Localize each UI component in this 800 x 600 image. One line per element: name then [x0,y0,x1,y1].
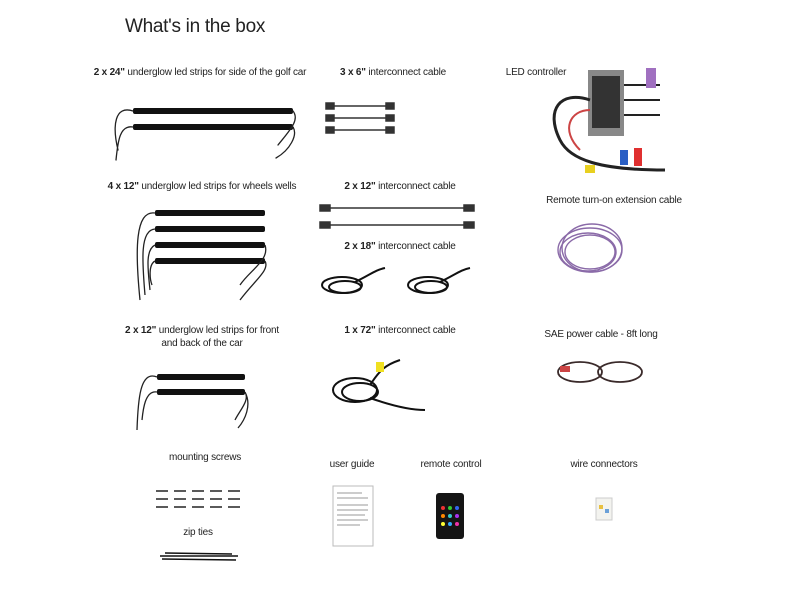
qty: 4 x 12" [107,181,139,192]
qty: 2 x 12" [125,325,157,336]
label-mounting-screws: mounting screws [168,452,242,463]
label-zip-ties: zip ties [183,527,213,538]
qty: 2 x 12" [344,181,376,192]
label-12in-wheel-strips: 4 x 12" underglow led strips for wheels … [108,181,297,192]
led-strips-12in-wheels-image [136,210,267,301]
desc: interconnect cable [375,241,456,252]
mounting-screws-image [156,490,240,508]
label-12in-front-strips: 2 x 12" underglow led strips for front [125,325,279,336]
label-18in-cable: 2 x 18" interconnect cable [344,241,455,252]
label-sae-cable: SAE power cable - 8ft long [544,329,658,340]
desc: interconnect cable [365,67,446,78]
label-remote-ext-cable: Remote turn-on extension cable [546,195,682,206]
remote-ext-cable-image [557,223,623,273]
label-user-guide: user guide [329,459,375,470]
label-led-controller: LED controller [505,67,567,78]
qty: 1 x 72" [344,325,376,336]
sae-power-cable-image [557,361,643,383]
qty: 2 x 18" [344,241,376,252]
user-guide-image [332,485,374,547]
desc: underglow led strips for front [156,325,279,336]
desc: interconnect cable [375,181,456,192]
qty: 3 x 6" [340,67,366,78]
qty: 2 x 24" [93,67,125,78]
cable-6in-image [325,102,395,134]
label-72in-cable: 1 x 72" interconnect cable [344,325,455,336]
label-wire-connectors: wire connectors [570,459,638,470]
desc: underglow led strips for side of the gol… [124,67,307,78]
wire-connectors-image [595,497,613,521]
label-12in-cable: 2 x 12" interconnect cable [344,181,455,192]
desc: interconnect cable [375,325,456,336]
label-remote-control: remote control [420,459,482,470]
desc: underglow led strips for wheels wells [138,181,297,192]
led-strips-12in-front-image [136,374,249,431]
page-title: What's in the box [125,16,266,37]
zip-ties-image [160,552,238,561]
label-6in-cable: 3 x 6" interconnect cable [340,67,446,78]
cable-18in-image [321,267,471,294]
label-12in-front-strips-line2: and back of the car [161,338,243,349]
label-24in-strips: 2 x 24" underglow led strips for side of… [94,67,307,78]
cable-12in-image [319,204,475,229]
led-strips-24in-image [114,108,296,161]
led-controller-image [552,68,666,173]
remote-control-image [436,493,464,539]
cable-72in-image [332,359,426,411]
